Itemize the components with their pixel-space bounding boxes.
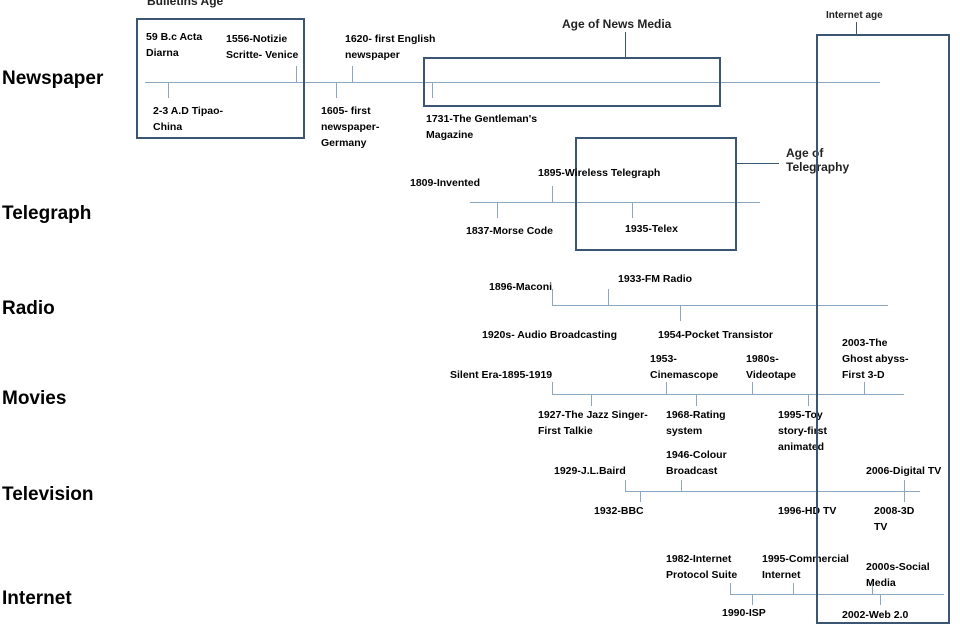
internet-age-box	[816, 34, 950, 624]
news-media-age-box	[423, 57, 721, 107]
television-tick	[904, 480, 905, 491]
newspaper-tick	[168, 82, 169, 98]
newspaper-tick	[336, 82, 337, 98]
event-jazz-singer: 1927-The Jazz Singer- First Talkie	[538, 409, 648, 437]
radio-tick	[680, 305, 681, 321]
internet-age-label: Internet age	[826, 10, 883, 21]
event-marconi: 1896-Maconi	[489, 281, 553, 293]
movies-tick	[696, 394, 697, 406]
event-wireless-telegraph: 1895-Wireless Telegraph	[538, 167, 661, 179]
telegraph-tick	[632, 202, 633, 218]
radio-tick	[608, 289, 609, 305]
movies-axis	[552, 394, 904, 395]
event-digital-tv: 2006-Digital TV	[866, 465, 942, 477]
internet-age-connector	[856, 22, 857, 34]
telegraphy-age-box	[575, 137, 737, 251]
news-media-age-label: Age of News Media	[562, 17, 672, 31]
event-commercial-internet: 1995-Commercial Internet	[762, 553, 849, 581]
row-label-newspaper: Newspaper	[2, 68, 104, 89]
internet-tick	[872, 583, 873, 594]
event-notizie: 1556-Notizie Scritte- Venice	[226, 33, 299, 61]
telegraphy-connector	[737, 163, 779, 164]
event-ghost-abyss: 2003-The Ghost abyss- First 3-D	[842, 337, 909, 381]
row-label-radio: Radio	[2, 298, 55, 319]
radio-axis	[552, 305, 888, 306]
movies-tick	[552, 382, 553, 394]
event-internet-protocol: 1982-Internet Protocol Suite	[666, 553, 738, 581]
movies-tick	[591, 394, 592, 406]
event-morse-code: 1837-Morse Code	[466, 225, 553, 237]
telegraph-tick	[552, 186, 553, 202]
event-pocket-transistor: 1954-Pocket Transistor	[658, 329, 773, 341]
event-hd-tv: 1996-HD TV	[778, 505, 837, 517]
radio-tick	[552, 289, 553, 305]
row-label-telegraph: Telegraph	[2, 203, 92, 224]
event-first-english-newspaper: 1620- first English newspaper	[345, 33, 436, 61]
television-tick	[904, 491, 905, 502]
event-jl-baird: 1929-J.L.Baird	[554, 465, 626, 477]
internet-tick	[752, 594, 753, 605]
internet-axis	[730, 594, 944, 595]
newspaper-tick	[296, 66, 297, 82]
event-cinemascope: 1953- Cinemascope	[650, 353, 719, 381]
movies-tick	[752, 382, 753, 394]
event-fm-radio: 1933-FM Radio	[618, 273, 693, 285]
television-tick	[681, 480, 682, 491]
television-axis	[625, 491, 920, 492]
movies-tick	[666, 382, 667, 394]
news-media-connector	[625, 32, 626, 57]
row-label-movies: Movies	[2, 388, 67, 409]
bulletins-age-box	[136, 18, 305, 139]
television-tick	[640, 491, 641, 502]
event-acta-diurna: 59 B.c Acta Diarna	[146, 31, 203, 59]
internet-tick	[880, 594, 881, 605]
event-first-newspaper: 1605- first newspaper- Germany	[321, 105, 380, 149]
event-telex: 1935-Telex	[625, 223, 678, 235]
row-label-television: Television	[2, 484, 94, 505]
internet-tick	[730, 583, 731, 594]
event-bbc: 1932-BBC	[594, 505, 644, 517]
row-label-internet: Internet	[2, 588, 72, 609]
newspaper-axis	[145, 82, 880, 83]
event-social-media: 2000s-Social Media	[866, 561, 930, 589]
television-tick	[625, 480, 626, 491]
event-web-2: 2002-Web 2.0	[842, 609, 909, 621]
event-videotape: 1980s- Videotape	[746, 353, 796, 381]
telegraph-tick	[497, 202, 498, 218]
movies-tick	[808, 394, 809, 406]
telegraph-axis	[470, 202, 760, 203]
event-telegraph-invented: 1809-Invented	[410, 177, 481, 189]
event-silent-era: Silent Era-1895-1919	[450, 369, 553, 381]
event-colour-broadcast: 1946-Colour Broadcast	[666, 449, 727, 477]
newspaper-tick	[352, 66, 353, 82]
event-isp: 1990-ISP	[722, 607, 766, 619]
newspaper-tick	[432, 82, 433, 98]
event-toy-story: 1995-Toy story-first animated	[778, 409, 828, 453]
movies-tick	[864, 382, 865, 394]
bulletins-age-label: Bulletins Age	[147, 0, 224, 8]
event-gentlemans-magazine: 1731-The Gentleman's Magazine	[426, 113, 538, 141]
event-3d-tv: 2008-3D TV	[874, 505, 915, 533]
internet-tick	[793, 583, 794, 594]
event-audio-broadcasting: 1920s- Audio Broadcasting	[482, 329, 617, 341]
event-rating-system: 1968-Rating system	[666, 409, 726, 437]
event-tipao: 2-3 A.D Tipao- China	[153, 105, 224, 133]
